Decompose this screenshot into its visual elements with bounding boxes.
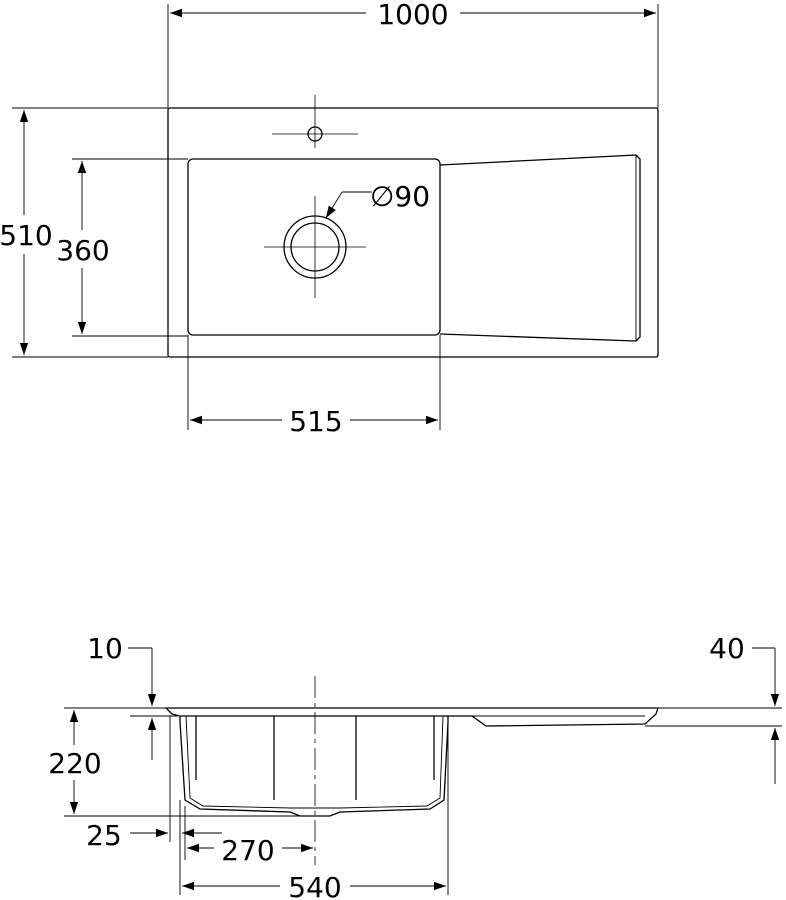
- drain-outlet: [264, 196, 366, 298]
- dim-bowl-span: 540: [179, 722, 449, 900]
- dim-bowl-height: 220: [48, 707, 300, 817]
- dim-bowl-depth: 360: [56, 158, 188, 337]
- dim-wall-offset: 25: [86, 716, 222, 852]
- dim-drain-diameter: ∅90: [325, 180, 430, 219]
- top-view: 1000 510 360 515: [0, 0, 659, 438]
- dim-label-270: 270: [221, 834, 274, 867]
- dim-label-40: 40: [709, 632, 745, 665]
- dim-label-515: 515: [289, 405, 342, 438]
- dim-overall-width: 1000: [167, 0, 659, 108]
- dim-overall-depth: 510: [0, 107, 168, 358]
- dim-label-diameter: ∅90: [370, 180, 430, 213]
- dim-label-25: 25: [86, 819, 122, 852]
- dim-label-510: 510: [0, 219, 53, 252]
- sink-rim-section: [164, 707, 659, 727]
- dim-drainer-step: 40: [645, 632, 782, 784]
- dim-drain-offset: 270: [184, 806, 313, 867]
- dim-label-540: 540: [288, 871, 341, 900]
- drainer-board: [439, 154, 641, 342]
- section-view: 10 40 220 25: [48, 632, 782, 900]
- bowl-ribs: [195, 716, 435, 800]
- bowl-outline: [187, 158, 441, 336]
- tap-hole: [272, 95, 358, 148]
- dim-rim-thickness: 10: [87, 632, 178, 760]
- dim-bowl-width: 515: [187, 335, 441, 438]
- dim-label-1000: 1000: [377, 0, 448, 31]
- dim-label-10: 10: [87, 632, 123, 665]
- dim-label-360: 360: [56, 234, 109, 267]
- dim-label-220: 220: [48, 747, 101, 780]
- bowl-section: [179, 716, 449, 817]
- sink-outline: [167, 107, 659, 358]
